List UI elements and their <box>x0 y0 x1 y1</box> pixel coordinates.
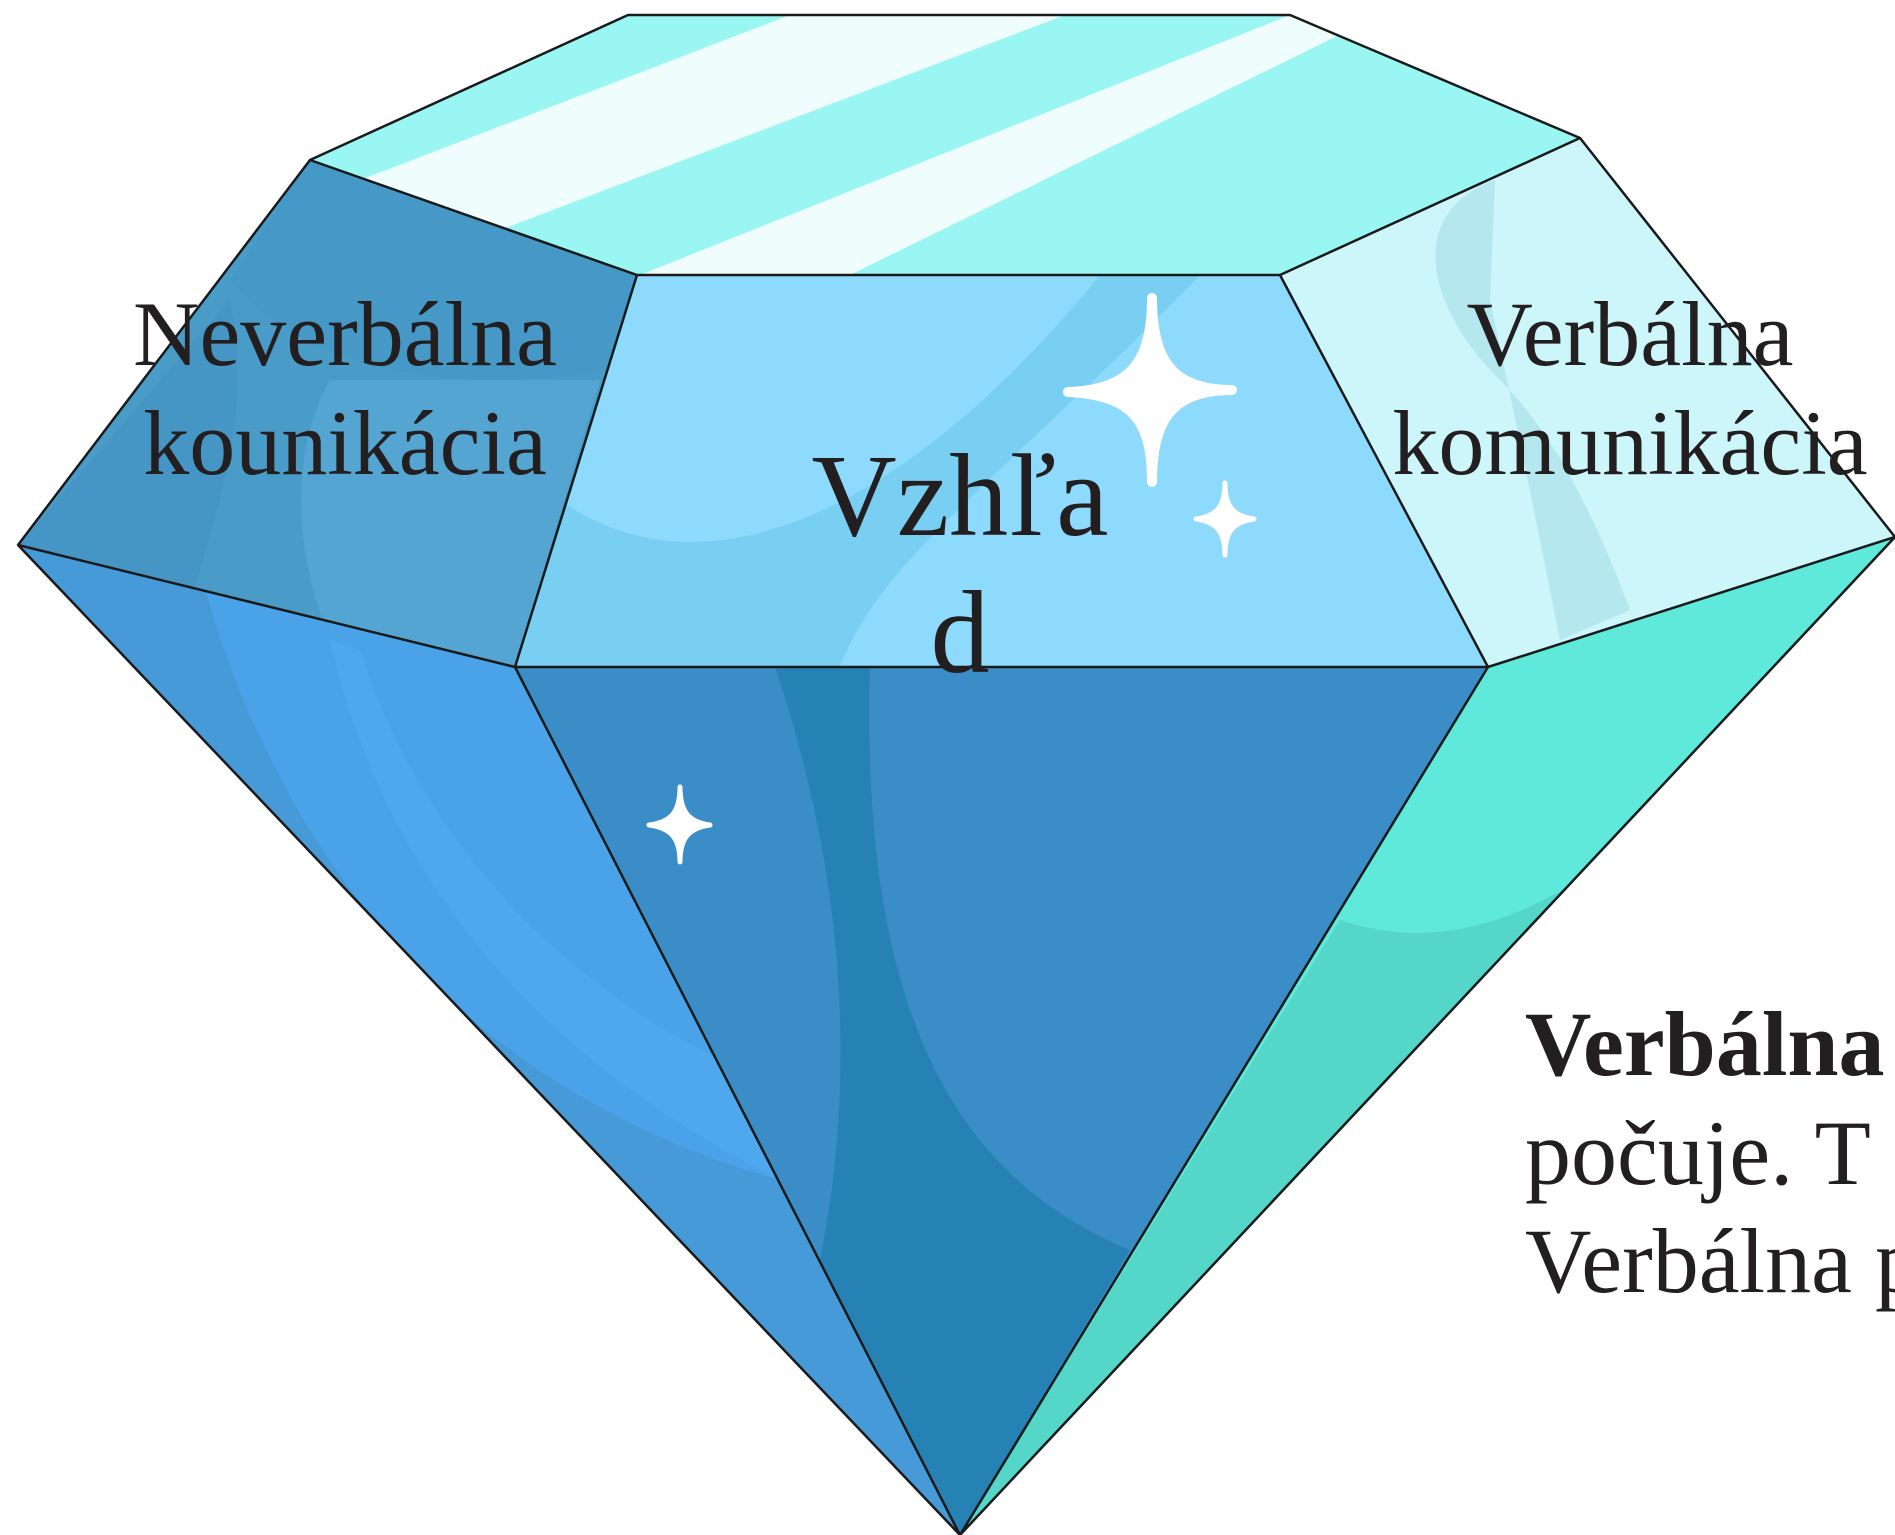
sparkle-small-icon <box>1193 480 1257 558</box>
label-right-line-1: Verbálna <box>1466 283 1794 385</box>
label-center-line-2: d <box>930 566 990 698</box>
top-highlight-stripes <box>360 15 1380 275</box>
label-left-line-2: kounikácia <box>143 391 547 494</box>
description-text-block: Verbálna počuje. T Verbálna p <box>1525 990 1895 1316</box>
label-verbal-communication: Verbálna komunikácia <box>1370 280 1890 497</box>
label-left-line-1: Neverbálna <box>133 283 557 385</box>
sparkle-large-icon <box>1063 293 1237 487</box>
label-right-line-2: komunikácia <box>1392 391 1868 494</box>
sparkle-lower-icon <box>646 784 713 865</box>
description-line-2: Verbálna p <box>1525 1210 1895 1313</box>
description-heading: Verbálna <box>1525 993 1885 1095</box>
diamond-upper-right-facet <box>1280 138 1895 667</box>
label-center-line-1: Vzhľa <box>811 430 1109 561</box>
diamond-outline <box>16 13 1895 1535</box>
diamond-upper-left-facet <box>18 160 637 667</box>
diamond-lower-center-facet <box>515 667 1488 1535</box>
label-appearance: Vzhľa d <box>790 428 1130 702</box>
diamond-upper-center-facet <box>515 275 1488 667</box>
label-nonverbal-communication: Neverbálna kounikácia <box>95 280 595 497</box>
diamond-top-facet <box>310 15 1580 275</box>
description-line-1: počuje. T <box>1525 1101 1871 1204</box>
